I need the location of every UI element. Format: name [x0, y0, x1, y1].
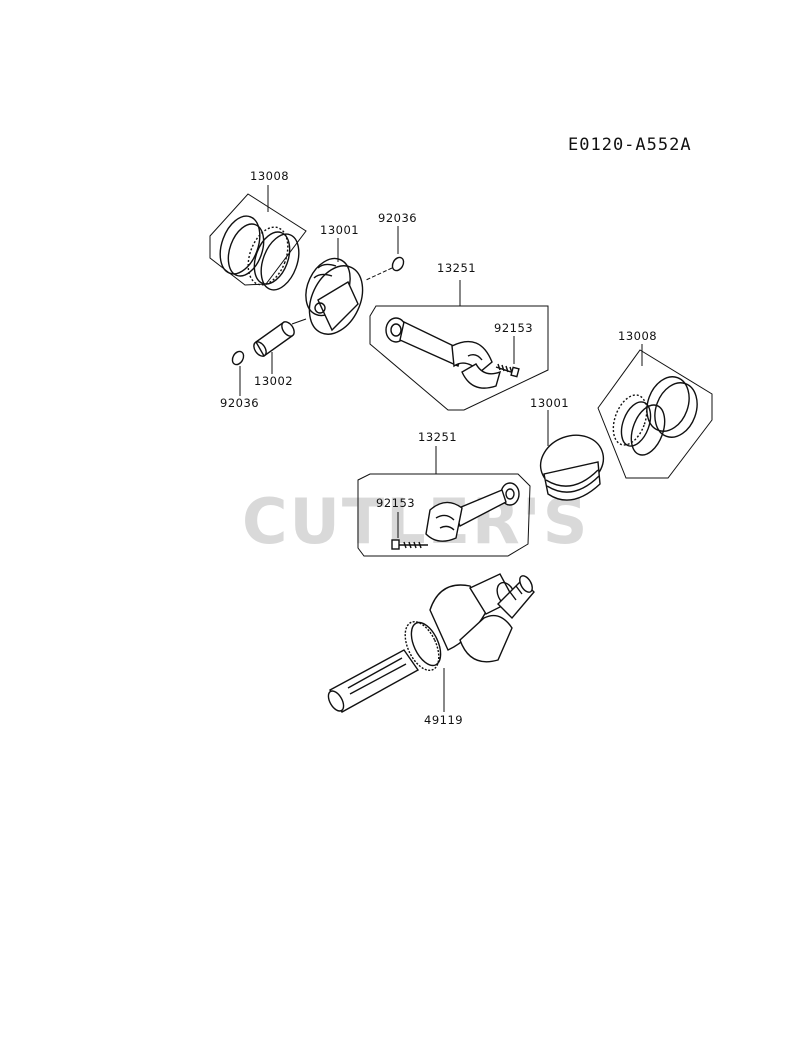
piston-pin	[253, 320, 295, 358]
label-13001-right: 13001	[530, 396, 569, 410]
label-49119: 49119	[424, 713, 463, 727]
piston-top	[291, 257, 364, 335]
label-13008-right: 13008	[618, 329, 657, 343]
circlip-top-right	[391, 256, 405, 272]
bolt-bottom	[391, 539, 428, 550]
label-13008-top: 13008	[250, 169, 289, 183]
bolt-top	[495, 363, 520, 378]
crankshaft	[327, 573, 535, 713]
conrod-top	[385, 317, 502, 389]
piston-rings-top	[209, 193, 307, 291]
conrod-bottom-box	[357, 473, 531, 557]
label-13251-bottom: 13251	[418, 430, 457, 444]
piston-right	[539, 434, 605, 501]
label-13001-top: 13001	[320, 223, 359, 237]
conrod-bottom	[425, 482, 520, 542]
circlip-left	[231, 350, 245, 366]
label-13002: 13002	[254, 374, 293, 388]
label-92036-left: 92036	[220, 396, 259, 410]
diagram-code: E0120-A552A	[568, 135, 692, 155]
label-92153-top: 92153	[494, 321, 533, 335]
label-13251-top: 13251	[437, 261, 476, 275]
label-92153-bottom: 92153	[376, 496, 415, 510]
piston-rings-right	[597, 349, 713, 479]
label-92036-top-right: 92036	[378, 211, 417, 225]
conrod-top-box	[369, 305, 549, 411]
